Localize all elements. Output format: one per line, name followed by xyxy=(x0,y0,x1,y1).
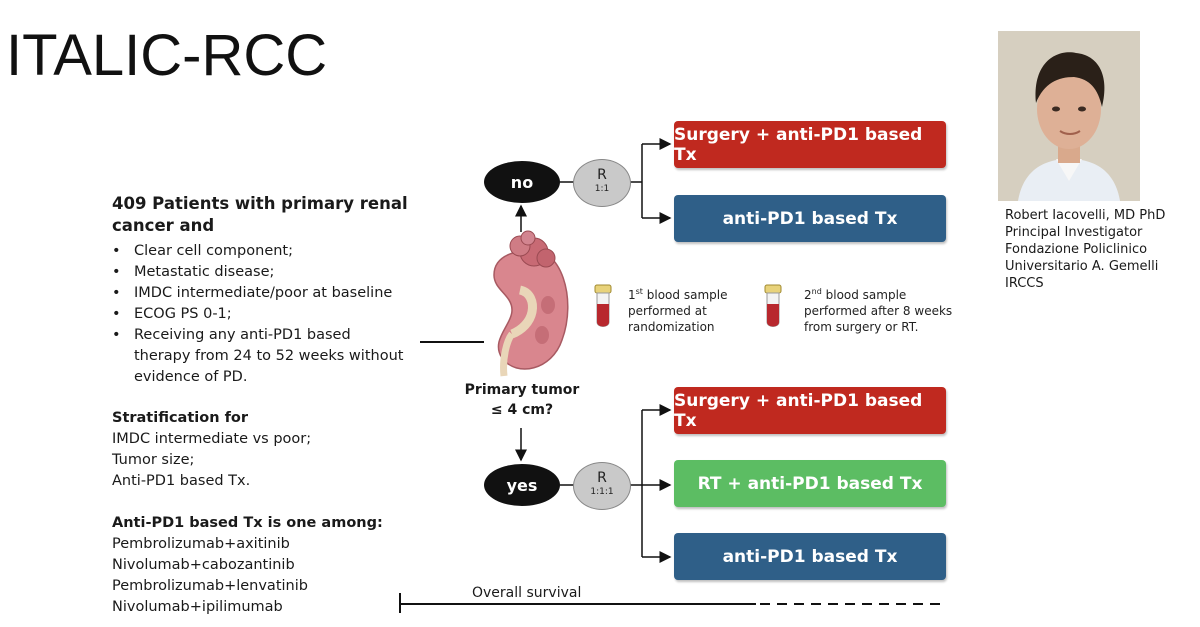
treatment-option: Nivolumab+ipilimumab xyxy=(112,599,283,615)
stratification-item: IMDC intermediate vs poor; xyxy=(112,431,312,447)
ordinal-suffix: nd xyxy=(811,287,822,296)
decision-question-line2: ≤ 4 cm? xyxy=(490,402,554,418)
treatment-option: Pembrolizumab+lenvatinib xyxy=(112,578,308,594)
arm-surgery-anti-pd1-no: Surgery + anti-PD1 based Tx xyxy=(674,121,946,168)
stratification-heading: Stratification for xyxy=(112,410,248,426)
endpoint-label: Overall survival xyxy=(472,585,582,601)
ordinal-suffix: st xyxy=(635,287,643,296)
criterion-item: ECOG PS 0-1; xyxy=(110,304,410,325)
decision-question-line1: Primary tumor xyxy=(464,382,580,398)
randomization-letter: R xyxy=(597,470,607,486)
slide-title: ITALIC-RCC xyxy=(6,23,328,88)
arm-anti-pd1-no: anti-PD1 based Tx xyxy=(674,195,946,242)
no-branch-oval: no xyxy=(484,161,560,203)
blood-tube-icon xyxy=(764,284,782,327)
stratification-item: Tumor size; xyxy=(112,452,195,468)
stratification-item: Anti-PD1 based Tx. xyxy=(112,473,251,489)
randomization-ratio: 1:1:1 xyxy=(590,487,614,497)
blood-sample-text: blood sample xyxy=(821,288,907,302)
arm-surgery-anti-pd1-yes: Surgery + anti-PD1 based Tx xyxy=(674,387,946,434)
blood-sample-text: performed after 8 weeks xyxy=(804,304,953,318)
ordinal-number: 2 xyxy=(804,288,812,302)
investigator-role: Principal Investigator xyxy=(1005,225,1143,240)
treatment-option: Nivolumab+cabozantinib xyxy=(112,557,295,573)
blood-sample-text: from surgery or RT. xyxy=(804,320,919,334)
criterion-item: Metastatic disease; xyxy=(110,262,410,283)
randomization-ratio: 1:1 xyxy=(594,184,610,194)
stratification-section: Stratification for IMDC intermediate vs … xyxy=(112,408,412,492)
investigator-institution: Universitario A. Gemelli IRCCS xyxy=(1005,259,1159,291)
blood-sample-text: performed at xyxy=(628,304,707,318)
treatment-options-heading: Anti-PD1 based Tx is one among: xyxy=(112,515,383,531)
decision-question: Primary tumor ≤ 4 cm? xyxy=(462,380,582,420)
population-heading: 409 Patients with primary renal cancer a… xyxy=(112,194,408,235)
kidney-illustration xyxy=(493,230,569,377)
investigator-name: Robert Iacovelli, MD PhD xyxy=(1005,208,1166,223)
investigator-info: Robert Iacovelli, MD PhD Principal Inves… xyxy=(1005,207,1200,292)
randomization-letter: R xyxy=(597,167,607,183)
randomization-yes-circle: R 1:1:1 xyxy=(573,462,631,510)
investigator-photo xyxy=(998,31,1140,201)
arm-anti-pd1-yes: anti-PD1 based Tx xyxy=(674,533,946,580)
blood-sample-text: randomization xyxy=(628,320,715,334)
treatment-options-section: Anti-PD1 based Tx is one among: Pembroli… xyxy=(112,513,412,618)
yes-branch-oval: yes xyxy=(484,464,560,506)
blood-sample-text: blood sample xyxy=(642,288,728,302)
arm-rt-anti-pd1-yes: RT + anti-PD1 based Tx xyxy=(674,460,946,507)
inclusion-criteria-list: Clear cell component; Metastatic disease… xyxy=(110,241,410,388)
randomization-no-circle: R 1:1 xyxy=(573,159,631,207)
criterion-item: Clear cell component; xyxy=(110,241,410,262)
treatment-option: Pembrolizumab+axitinib xyxy=(112,536,290,552)
blood-sample-2-text: 2nd blood sample performed after 8 weeks… xyxy=(804,284,964,335)
blood-tube-icon xyxy=(594,284,612,327)
investigator-institution: Fondazione Policlinico xyxy=(1005,242,1148,257)
criterion-item: IMDC intermediate/poor at baseline xyxy=(110,283,410,304)
blood-sample-1-text: 1st blood sample performed at randomizat… xyxy=(628,284,758,335)
criterion-item: Receiving any anti-PD1 based therapy fro… xyxy=(110,325,410,388)
ordinal-number: 1 xyxy=(628,288,636,302)
